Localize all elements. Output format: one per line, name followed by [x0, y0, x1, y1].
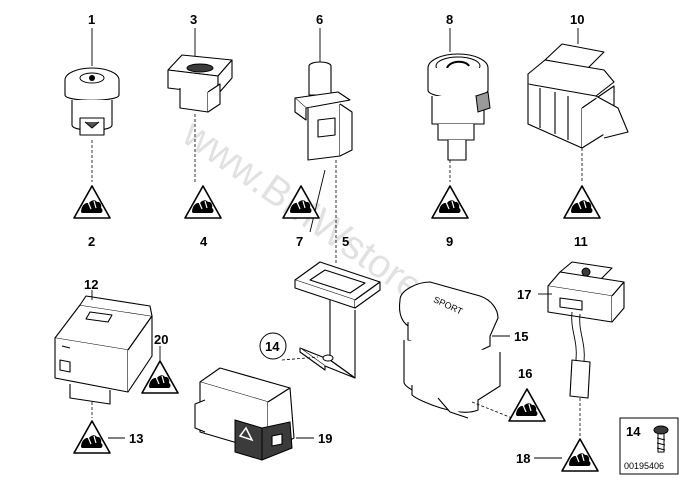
part-17-wired-switch: [547, 261, 625, 399]
part-6-plunger-switch: [294, 61, 353, 161]
callout-12: 12: [84, 277, 98, 292]
warning-icon: [73, 420, 111, 454]
part-8-round-switch: [427, 53, 491, 161]
warning-icon: [561, 438, 599, 472]
part-1-rotary-switch: [64, 67, 120, 136]
part-19-hazard-switch: [194, 367, 295, 461]
callout-1: 1: [88, 12, 95, 27]
callout-17: 17: [517, 287, 531, 302]
callout-16: 16: [518, 366, 532, 381]
legend-box: 14 00195406: [619, 417, 679, 475]
callout-19: 19: [318, 431, 332, 446]
callout-14: 14: [265, 339, 280, 354]
part-10-rocker-switch: [527, 43, 629, 149]
warning-icon: [141, 360, 179, 394]
part-15-sport-switch: SPORT: [398, 281, 501, 419]
warning-icon: [431, 185, 469, 219]
warning-icon: [184, 185, 222, 219]
callout-11: 11: [574, 234, 588, 249]
callout-5: 5: [342, 234, 349, 249]
callout-6: 6: [316, 12, 323, 27]
doc-number: 00195406: [624, 461, 664, 471]
callout-2: 2: [88, 234, 95, 249]
callout-8: 8: [446, 12, 453, 27]
screw-icon: [653, 425, 669, 435]
part-5-bracket: [294, 261, 381, 379]
warning-icon: [73, 185, 111, 219]
callout-13: 13: [129, 431, 143, 446]
callout-20: 20: [154, 332, 168, 347]
warning-icon: [508, 388, 546, 422]
legend-number: 14: [626, 424, 641, 439]
callout-4: 4: [200, 234, 208, 249]
callout-15: 15: [514, 329, 528, 344]
warning-icon: [563, 185, 601, 219]
callout-14-circle: [259, 332, 287, 360]
part-3-rocker-switch: [167, 54, 233, 113]
part-12-switch-block: [54, 295, 153, 405]
callout-3: 3: [190, 12, 197, 27]
callout-10: 10: [570, 12, 584, 27]
callout-9: 9: [446, 234, 453, 249]
callout-7: 7: [296, 234, 303, 249]
callout-18: 18: [516, 451, 530, 466]
